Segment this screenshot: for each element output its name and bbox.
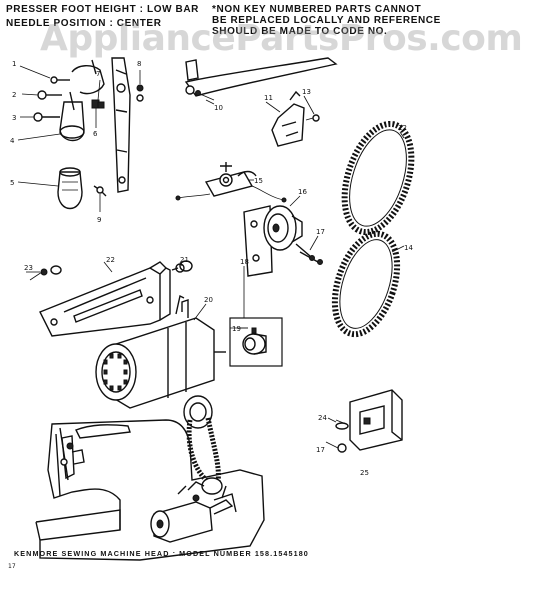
callout-11: 11	[264, 94, 273, 102]
callout-17-lower: 17	[316, 446, 325, 454]
header-right-line-2: BE REPLACED LOCALLY AND REFERENCE	[212, 15, 441, 26]
callout-8: 8	[137, 60, 141, 68]
motor-pulley-bracket	[243, 205, 323, 277]
callout-10: 10	[214, 104, 223, 112]
callout-22: 22	[106, 256, 115, 264]
motor	[95, 294, 226, 409]
callout-23: 23	[24, 264, 33, 272]
callout-9: 9	[97, 216, 101, 224]
callout-1: 1	[12, 60, 16, 68]
drive-belt-12	[341, 120, 415, 236]
callout-13: 13	[302, 88, 311, 96]
callout-14: 14	[404, 244, 413, 252]
callout-2: 2	[12, 91, 16, 99]
rocker-shaft	[184, 57, 338, 101]
header-left-line-1: PRESSER FOOT HEIGHT : LOW BAR	[6, 4, 199, 15]
callout-5: 5	[10, 179, 14, 187]
motor-pulley-box	[229, 317, 283, 367]
callout-25: 25	[360, 469, 369, 477]
callout-labels: 1 2 3 4 5 6 7 8 9 10 11 12 13 14 15 16 1…	[10, 60, 413, 477]
callout-6: 6	[93, 130, 98, 138]
footer-page-mark: 17	[8, 563, 16, 570]
needle-bar-assembly	[33, 57, 144, 209]
callout-15: 15	[254, 177, 263, 185]
tension-assembly	[175, 162, 287, 203]
switch-assembly	[335, 389, 403, 453]
motor-mount-bracket	[39, 261, 171, 337]
callout-17-upper: 17	[316, 228, 325, 236]
callout-18: 18	[240, 258, 249, 266]
footer-caption: KENMORE SEWING MACHINE HEAD : MODEL NUMB…	[14, 549, 309, 558]
callout-24: 24	[318, 414, 327, 422]
header-right-line-3: SHOULD BE MADE TO CODE NO.	[212, 26, 388, 37]
callout-7: 7	[96, 70, 100, 78]
machine-head	[35, 395, 265, 561]
header-left-line-2: NEEDLE POSITION : CENTER	[6, 18, 162, 29]
thread-guide-bracket	[271, 90, 320, 147]
callout-21: 21	[180, 256, 189, 264]
leader-lines	[17, 65, 405, 449]
callout-19: 19	[232, 325, 241, 333]
screws-21-23	[29, 260, 193, 281]
callout-12: 12	[398, 124, 407, 132]
callout-16: 16	[298, 188, 307, 196]
drive-belt-14	[331, 230, 401, 338]
callout-20: 20	[204, 296, 213, 304]
callout-3: 3	[12, 114, 16, 122]
header-right-line-1: *NON KEY NUMBERED PARTS CANNOT	[212, 4, 422, 15]
callout-4: 4	[10, 137, 15, 145]
